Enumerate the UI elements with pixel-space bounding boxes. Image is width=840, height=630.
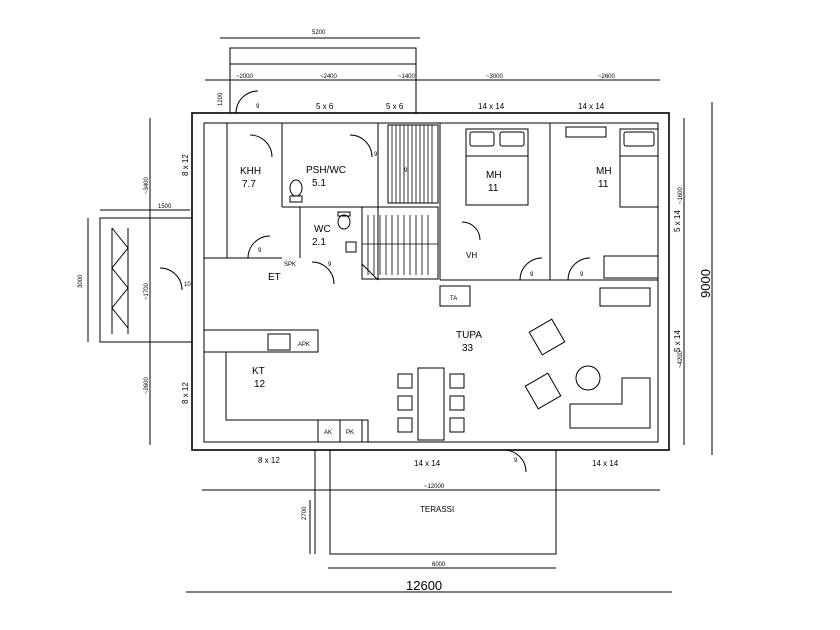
window-top-2: 5 x 6 bbox=[386, 102, 404, 111]
room-terassi-name: TERASSI bbox=[420, 505, 454, 514]
wardrobe bbox=[599, 287, 651, 307]
room-mh1-name: MH bbox=[486, 170, 502, 181]
room-psh-area: 5.1 bbox=[312, 178, 326, 189]
door-arc bbox=[461, 221, 481, 241]
dim-top-5: ~2600 bbox=[598, 74, 616, 80]
dim-total-height: 9000 bbox=[698, 269, 713, 298]
dim-right-2: ~4200 bbox=[678, 350, 684, 368]
door-wc: 9 bbox=[328, 262, 332, 268]
door-khh: 9 bbox=[258, 248, 262, 254]
dim-left-2: ~1700 bbox=[144, 282, 150, 300]
window-top-1: 5 x 6 bbox=[316, 102, 334, 111]
door-arc bbox=[349, 134, 373, 158]
room-khh-name: KHH bbox=[240, 166, 261, 177]
bed-mh1 bbox=[465, 128, 529, 206]
coffee-table bbox=[575, 365, 601, 391]
window-left-1: 8 x 12 bbox=[181, 154, 190, 176]
room-tupa-name: TUPA bbox=[456, 330, 482, 341]
fixture-pk: PK bbox=[346, 430, 354, 436]
outer-wall bbox=[191, 112, 670, 451]
dim-terrace-width: ~12000 bbox=[424, 484, 445, 490]
dim-top-4: ~3000 bbox=[486, 74, 504, 80]
room-wc-name: WC bbox=[314, 224, 331, 235]
door-mh1: 9 bbox=[530, 272, 534, 278]
inner-wall bbox=[203, 122, 659, 443]
window-left-2: 8 x 12 bbox=[181, 382, 190, 404]
fixture-spk: SPK bbox=[284, 262, 296, 268]
window-bottom-3: 14 x 14 bbox=[592, 459, 619, 468]
window-top-4: 14 x 14 bbox=[578, 102, 605, 111]
dim-top-canopy: 5200 bbox=[312, 30, 326, 36]
dim-terrace-inner: 6000 bbox=[432, 562, 446, 568]
fixture-vh: VH bbox=[466, 251, 477, 260]
dim-entry-depth: 3000 bbox=[78, 274, 84, 288]
dim-left-3: ~2600 bbox=[144, 376, 150, 394]
desk-mh2 bbox=[565, 126, 607, 138]
armchair bbox=[528, 318, 566, 356]
sink-icon bbox=[345, 241, 357, 253]
entry-porch bbox=[99, 217, 193, 343]
staircase bbox=[361, 206, 439, 280]
window-right-2: 5 x 14 bbox=[673, 330, 682, 352]
dim-top-1: ~2000 bbox=[236, 74, 254, 80]
room-kt-area: 12 bbox=[254, 379, 266, 390]
dim-right-1: ~1600 bbox=[678, 186, 684, 204]
room-mh1-area: 11 bbox=[488, 183, 499, 194]
toilet-icon bbox=[289, 179, 303, 197]
bed-mh2 bbox=[619, 128, 659, 208]
door-side: 10 bbox=[184, 282, 191, 288]
dim-total-width: 12600 bbox=[406, 578, 442, 593]
room-tupa-area: 33 bbox=[462, 343, 474, 354]
door-arc bbox=[247, 235, 271, 259]
kitchen-counter-top bbox=[203, 329, 319, 353]
window-right-1: 5 x 14 bbox=[673, 210, 682, 232]
door-arc bbox=[311, 261, 335, 285]
window-top-3: 14 x 14 bbox=[478, 102, 505, 111]
dim-canopy-depth: 1200 bbox=[218, 92, 224, 106]
dining-table bbox=[417, 367, 445, 441]
door-arc bbox=[567, 257, 591, 281]
dim-entry-width: 1500 bbox=[158, 204, 172, 210]
window-bottom-2: 14 x 14 bbox=[414, 459, 441, 468]
sauna bbox=[387, 124, 439, 204]
fixture-ak: AK bbox=[324, 430, 332, 436]
room-et-name: ET bbox=[268, 272, 281, 283]
fireplace-icon bbox=[439, 285, 471, 307]
door-entry-top: 9 bbox=[256, 104, 260, 110]
kitchen-appliance-pk bbox=[339, 419, 363, 443]
door-mh2: 9 bbox=[580, 272, 584, 278]
door-arc bbox=[503, 449, 527, 473]
door-terrace: 9 bbox=[514, 458, 518, 464]
fixture-apk: APK bbox=[298, 342, 310, 348]
kitchen-counter-l bbox=[225, 352, 369, 442]
door-psh: 9 bbox=[374, 152, 378, 158]
room-mh2-name: MH bbox=[596, 166, 612, 177]
dim-terrace-depth: 2700 bbox=[302, 506, 308, 520]
kitchen-appliance-apk bbox=[267, 333, 291, 351]
dim-top-2: ~2400 bbox=[320, 74, 338, 80]
door-arc bbox=[519, 257, 543, 281]
room-kt-name: KT bbox=[252, 366, 265, 377]
room-khh-area: 7.7 bbox=[242, 179, 256, 190]
room-wc-area: 2.1 bbox=[312, 237, 326, 248]
door-arc bbox=[235, 90, 259, 114]
fixture-ta: TA bbox=[450, 296, 457, 302]
door-arc bbox=[249, 134, 273, 158]
top-canopy bbox=[229, 47, 417, 65]
armchair bbox=[524, 372, 562, 410]
dim-left-1: ~3400 bbox=[144, 176, 150, 194]
sofa bbox=[569, 377, 651, 429]
dim-top-3: ~1400 bbox=[398, 74, 416, 80]
room-psh-name: PSH/WC bbox=[306, 165, 346, 176]
room-mh2-area: 11 bbox=[598, 179, 609, 190]
wc-toilet-icon bbox=[337, 214, 351, 230]
window-bottom-1: 8 x 12 bbox=[258, 456, 280, 465]
door-arc bbox=[159, 267, 183, 291]
terrace bbox=[329, 449, 557, 555]
door-sauna: 9 bbox=[404, 168, 408, 174]
